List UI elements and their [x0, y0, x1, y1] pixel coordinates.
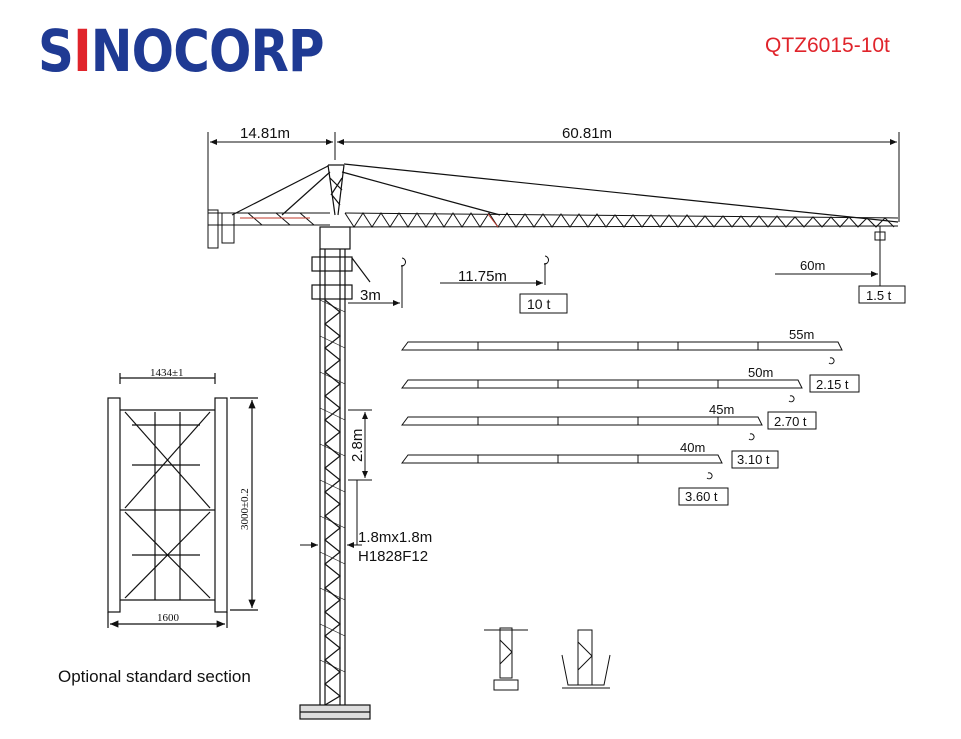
small-radius-label: 3m [360, 287, 381, 304]
section-caption: Optional standard section [58, 667, 251, 686]
section-height-dimension: 3000±0.2 [239, 488, 251, 530]
section-elevation-views [484, 627, 611, 691]
counter-jib-length-label: 14.81m [240, 125, 290, 142]
section-bottom-width-label: 1600 [157, 612, 180, 624]
jib-config-length-3: 45m [709, 402, 734, 417]
tip-load-value: 1.5 t [866, 288, 892, 303]
main-jib [344, 212, 899, 244]
tower-mast [299, 226, 371, 720]
jib-config-55m [401, 341, 843, 365]
max-load-value: 10 t [527, 296, 550, 312]
counter-jib [207, 209, 330, 249]
jib-config-40m [401, 450, 779, 506]
section-top-width-label: 1434±1 [150, 367, 184, 379]
jib-config-45m [401, 411, 817, 441]
jib-config-length-1: 55m [789, 327, 814, 342]
max-load-annotation [348, 255, 568, 314]
max-load-radius-label: 11.75m [458, 268, 507, 285]
jib-config-load-4: 3.60 t [685, 489, 718, 504]
tip-load-annotation [775, 244, 906, 304]
tip-radius-label: 60m [800, 258, 825, 273]
jib-config-length-4: 40m [680, 440, 705, 455]
logo-red-letter: I [73, 17, 92, 85]
jib-length-label: 60.81m [562, 125, 612, 142]
section-size-label: 1.8mx1.8m [358, 529, 432, 546]
model-number: QTZ6015-10t [765, 34, 890, 57]
logo-text-a: SI [38, 17, 92, 85]
logo-text-b: NOCORP [90, 17, 325, 85]
jib-config-length-2: 50m [748, 365, 773, 380]
jib-config-load-3: 3.10 t [737, 452, 770, 467]
section-height-annotation [300, 409, 372, 548]
crane-apex [231, 163, 899, 223]
jib-config-load-2: 2.70 t [774, 414, 807, 429]
section-height-label: 2.8m [349, 429, 366, 462]
jib-config-load-1: 2.15 t [816, 377, 849, 392]
section-code-label: H1828F12 [358, 548, 428, 565]
standard-section-detail [107, 373, 258, 628]
dimension-lines [207, 132, 900, 222]
sinocorp-logo: SINOCORP [38, 17, 325, 85]
jib-config-50m [401, 374, 860, 403]
